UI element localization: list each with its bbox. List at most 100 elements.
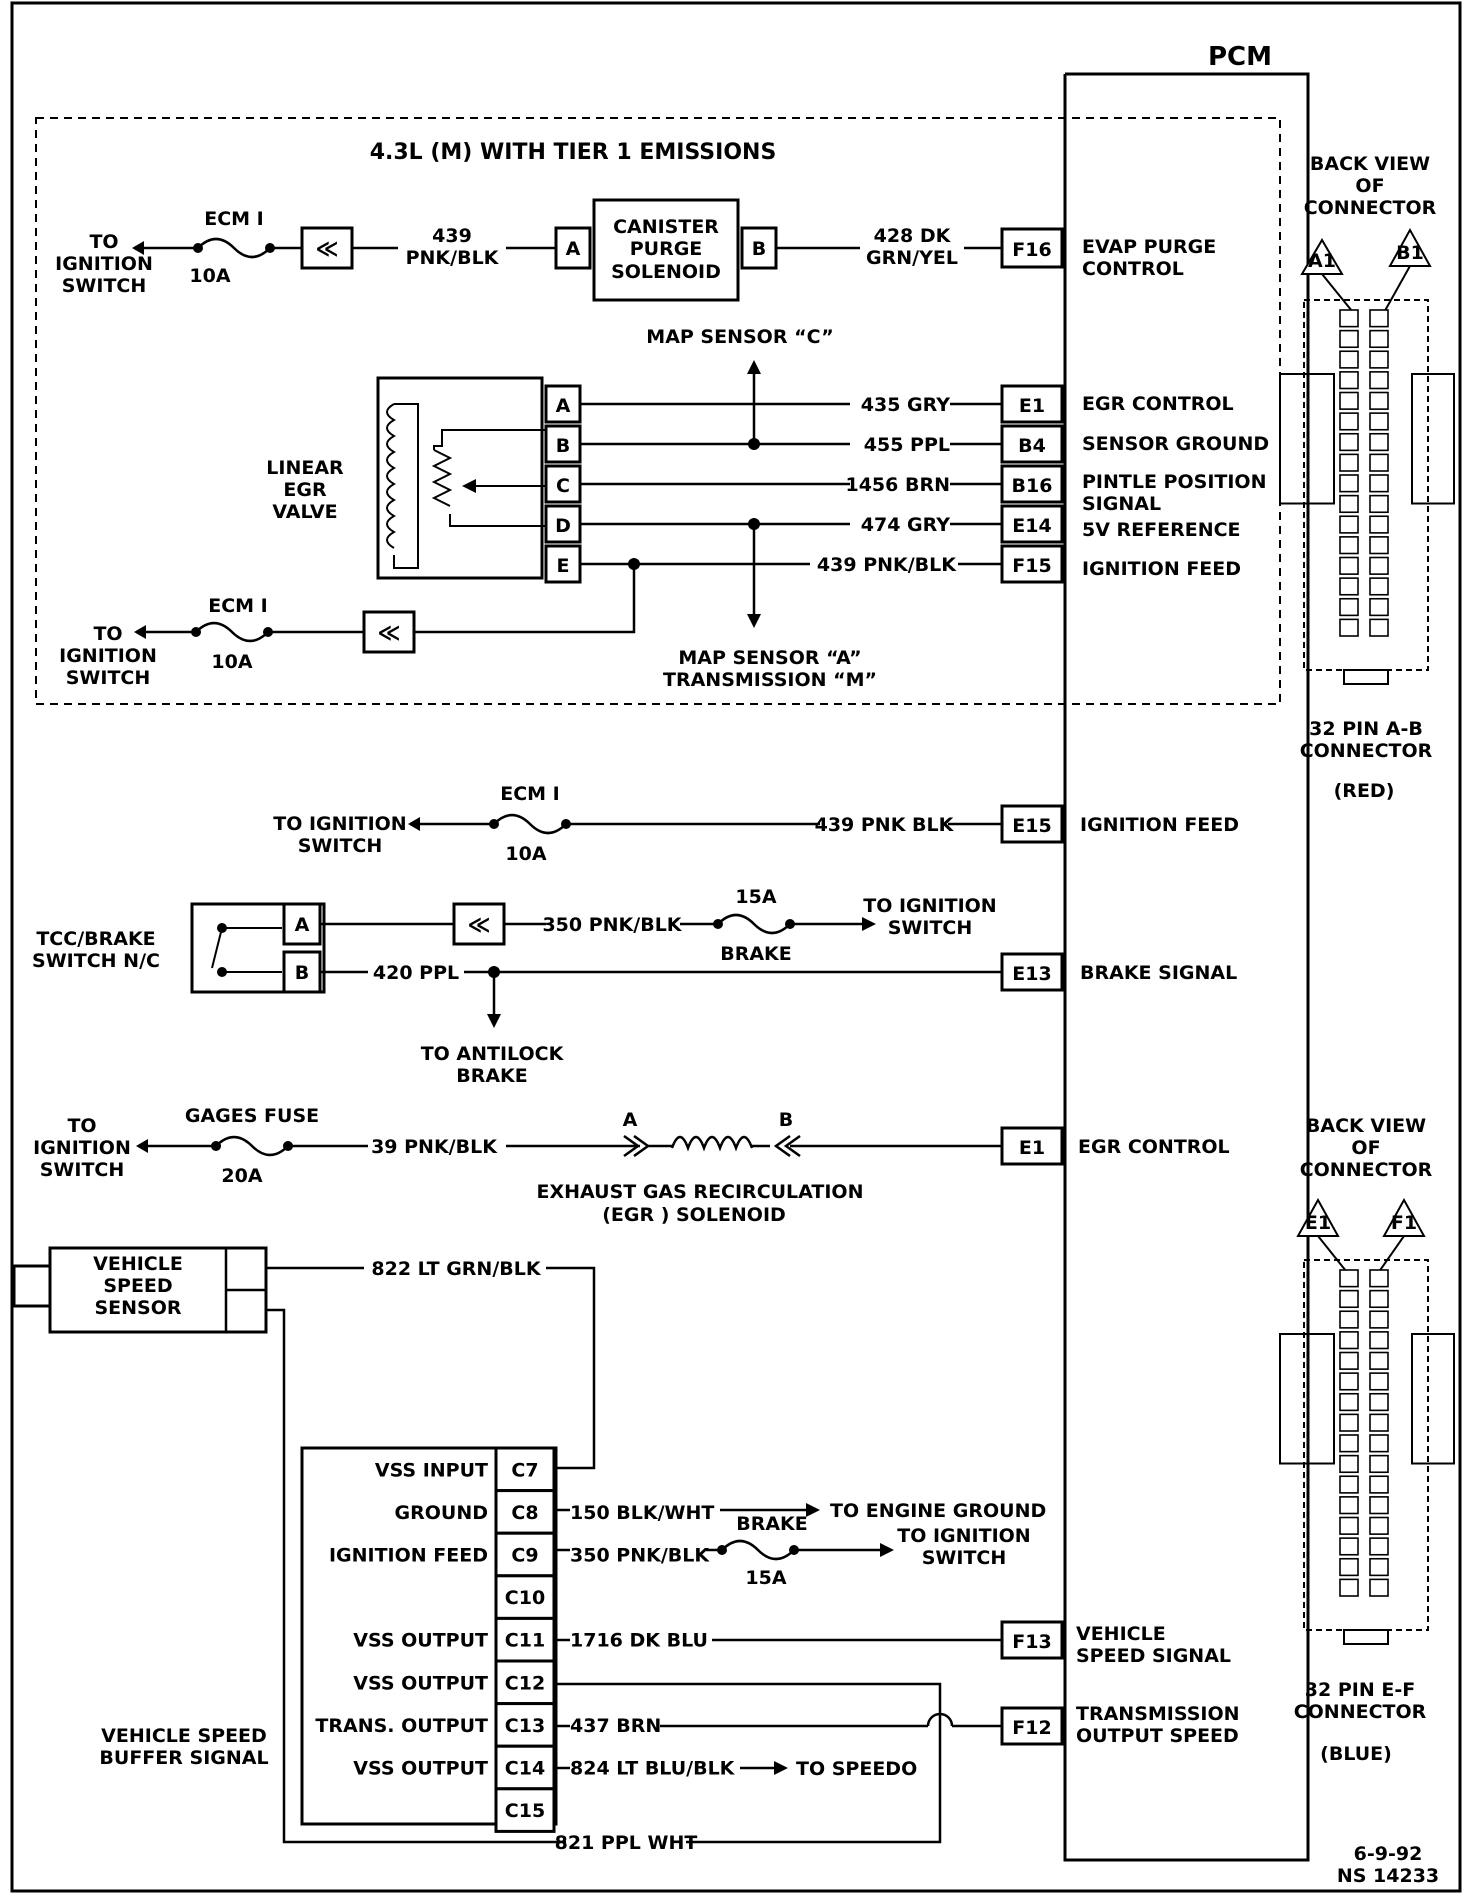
vss-row-label: VSS OUTPUT [353, 1758, 488, 1780]
connector-latch [1411, 373, 1455, 505]
vss-row-wire: 1716 DK BLU [570, 1630, 708, 1652]
svg-text:TO SPEEDO: TO SPEEDO [796, 1758, 917, 1780]
svg-text:A1: A1 [1308, 250, 1336, 272]
connector-pin [1339, 1392, 1359, 1412]
svg-text:TRANSMISSION: TRANSMISSION [1076, 1703, 1240, 1725]
connector-pin [1339, 1310, 1359, 1329]
svg-text:SWITCH: SWITCH [298, 835, 383, 857]
svg-text:B1: B1 [1396, 242, 1424, 264]
svg-text:10A: 10A [505, 843, 546, 865]
svg-text:BACK VIEW: BACK VIEW [1306, 1115, 1426, 1137]
connector-pin [1369, 412, 1389, 431]
evap-fuse-rating: 10A [189, 265, 230, 287]
connector-latch [1279, 373, 1335, 505]
connector-pin [1339, 1413, 1359, 1432]
evap-signal-1: EVAP PURGE [1082, 236, 1216, 258]
svg-text:SENSOR GROUND: SENSOR GROUND [1082, 433, 1269, 455]
vss-row-wire: 824 LT BLU/BLK [570, 1758, 736, 1780]
svg-text:BACK VIEW: BACK VIEW [1310, 153, 1430, 175]
coil-icon [386, 403, 397, 549]
svg-text:E: E [557, 555, 570, 577]
pin-e1-egr: E1 [1019, 1137, 1045, 1159]
connector-pin [1339, 1537, 1359, 1556]
svg-text:CONNECTOR: CONNECTOR [1300, 740, 1433, 762]
connector-pin [1339, 1331, 1359, 1350]
svg-text:TO ANTILOCK: TO ANTILOCK [421, 1043, 565, 1065]
connector-pin [1369, 474, 1389, 493]
pcm-block: PCM [1063, 42, 1310, 1862]
svg-text:(EGR ) SOLENOID: (EGR ) SOLENOID [602, 1204, 786, 1226]
connector-pin [1339, 1578, 1359, 1597]
svg-text:VEHICLE SPEED: VEHICLE SPEED [101, 1725, 267, 1747]
svg-text:SIGNAL: SIGNAL [1082, 493, 1161, 515]
pin-e13: E13 [1012, 963, 1051, 985]
tier1-title: 4.3L (M) WITH TIER 1 EMISSIONS [370, 140, 777, 165]
connector-b-icon [773, 1134, 801, 1158]
connector-pin [1339, 536, 1359, 555]
svg-text:BRAKE: BRAKE [720, 943, 792, 965]
connector-pin [1339, 412, 1359, 431]
svg-text:TO: TO [93, 623, 122, 645]
connector-pin [1369, 1289, 1389, 1309]
svg-text:B: B [556, 435, 570, 457]
svg-text:BRAKE: BRAKE [456, 1065, 528, 1087]
svg-text:EGR: EGR [283, 479, 327, 501]
connector-pin [1369, 1351, 1389, 1370]
connector-pin [1369, 1310, 1389, 1329]
connector-pin [1369, 556, 1389, 575]
svg-text:B: B [779, 1109, 793, 1131]
svg-text:≪: ≪ [377, 621, 400, 646]
fuse-icon [215, 1135, 289, 1157]
arrow-icon [408, 817, 420, 831]
canister-purge-solenoid [592, 198, 740, 302]
solenoid-coil-icon [670, 1135, 754, 1152]
connector-pin [1369, 494, 1389, 514]
vss-pin-c12: C12 [505, 1672, 545, 1694]
fuse-icon [721, 1539, 795, 1561]
svg-text:LINEAR: LINEAR [266, 457, 344, 479]
connector-pin [1339, 1351, 1359, 1370]
svg-text:15A: 15A [735, 886, 776, 908]
svg-text:420 PPL: 420 PPL [373, 962, 459, 984]
svg-text:PURGE: PURGE [630, 238, 703, 260]
connector-pin [1339, 329, 1359, 349]
vss-pin-box [494, 1787, 556, 1833]
svg-text:VALVE: VALVE [272, 501, 337, 523]
vss-row-label: TRANS. OUTPUT [315, 1715, 488, 1737]
vss-pin-c15: C15 [505, 1800, 545, 1822]
svg-text:20A: 20A [221, 1165, 262, 1187]
vss-row-label: IGNITION FEED [329, 1545, 488, 1567]
svg-text:ECM I: ECM I [208, 595, 268, 617]
connector-pin [1369, 515, 1389, 534]
svg-text:PINTLE POSITION: PINTLE POSITION [1082, 471, 1266, 493]
svg-text:39 PNK/BLK: 39 PNK/BLK [371, 1136, 498, 1158]
connector-pin [1339, 577, 1359, 596]
connector-pin [1339, 1269, 1359, 1288]
vss-pin-box [494, 1659, 556, 1706]
svg-text:IGNITION: IGNITION [59, 645, 157, 667]
evap-wire2-num: 428 DK [874, 225, 952, 247]
connector-pin [1339, 1454, 1359, 1474]
connector-pin [1369, 1578, 1389, 1597]
connector-pin [1339, 453, 1359, 472]
connector-pin [1369, 597, 1389, 617]
evap-purge-circuit: TO IGNITION SWITCH ECM I 10A ≪ 439 PNK/B… [55, 198, 1216, 302]
arrow-icon [132, 241, 144, 255]
evap-wire1-num: 439 [432, 225, 472, 247]
connector-pin [1339, 371, 1359, 390]
connector-pin [1369, 618, 1389, 637]
svg-text:(BLUE): (BLUE) [1320, 1743, 1392, 1765]
evap-dest-3: SWITCH [62, 275, 147, 297]
svg-text:IGNITION FEED: IGNITION FEED [1082, 558, 1241, 580]
vss-row-label: VSS OUTPUT [353, 1672, 488, 1694]
svg-text:15A: 15A [745, 1567, 786, 1589]
svg-text:1456 BRN: 1456 BRN [845, 474, 950, 496]
svg-text:SWITCH: SWITCH [922, 1547, 1007, 1569]
fuse-icon [195, 621, 269, 643]
connector-pin [1339, 1434, 1359, 1453]
connector-ab-view: BACK VIEW OF CONNECTOR A1 B1 32 PIN A-B … [1279, 153, 1455, 802]
connector-pin [1369, 1434, 1389, 1453]
vss-row-label: VSS INPUT [375, 1459, 488, 1481]
linear-egr-valve [376, 376, 544, 580]
connector-pin [1369, 1537, 1389, 1556]
